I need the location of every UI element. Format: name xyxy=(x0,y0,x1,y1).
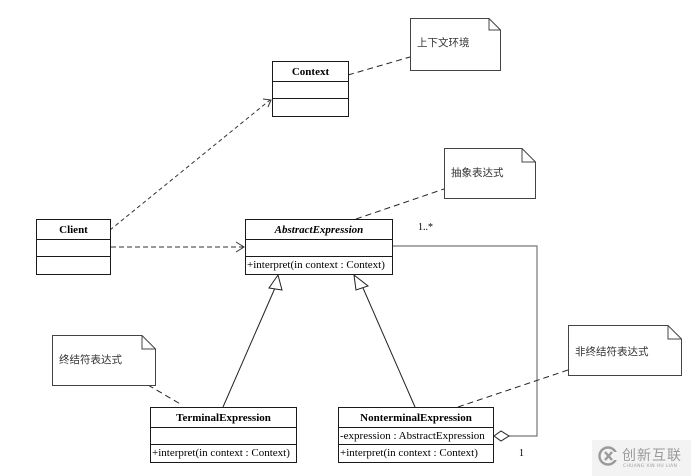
operations-section xyxy=(273,99,348,116)
class-abstract-expression[interactable]: AbstractExpression +interpret(in context… xyxy=(245,219,393,275)
note-text: 终结符表达式 xyxy=(59,354,122,366)
generalization-terminal xyxy=(222,287,276,408)
dependency-client-context xyxy=(109,99,271,231)
class-name: NonterminalExpression xyxy=(339,408,493,428)
arrowhead-abstract xyxy=(235,241,245,253)
aggregation-diamond xyxy=(493,430,510,442)
note-shape-icon xyxy=(568,325,682,376)
note-shape-icon xyxy=(52,335,156,386)
note-shape-icon xyxy=(410,18,501,71)
note-shape-icon xyxy=(444,148,536,199)
class-terminal-expression[interactable]: TerminalExpression +interpret(in context… xyxy=(150,407,297,463)
note-link-nonterminal xyxy=(457,369,569,408)
arrowhead-context xyxy=(262,98,272,108)
note-link-terminal xyxy=(147,384,183,406)
attributes-section: -expression : AbstractExpression xyxy=(339,428,493,445)
class-name: Context xyxy=(273,62,348,82)
generalization-triangle-nonterminal xyxy=(353,273,370,291)
generalization-triangle-terminal xyxy=(268,273,283,291)
note-text: 上下文环境 xyxy=(417,37,470,49)
note-terminal[interactable]: 终结符表达式 xyxy=(52,335,156,386)
note-nonterminal[interactable]: 非终结符表达式 xyxy=(568,325,682,376)
aggregation-line xyxy=(392,245,538,437)
class-context[interactable]: Context xyxy=(272,61,349,117)
class-nonterminal-expression[interactable]: NonterminalExpression -expression : Abst… xyxy=(338,407,494,463)
multiplicity-many: 1..* xyxy=(418,222,433,233)
watermark-logo-icon xyxy=(598,446,618,466)
operations-section: +interpret(in context : Context) xyxy=(340,447,478,459)
watermark: 创新互联 CHUANG XIN HU LIAN xyxy=(592,440,691,476)
note-context[interactable]: 上下文环境 xyxy=(410,18,501,71)
class-name: TerminalExpression xyxy=(151,408,296,428)
operations-section: +interpret(in context : Context) xyxy=(247,259,385,271)
watermark-subtitle: CHUANG XIN HU LIAN xyxy=(623,464,678,469)
note-text: 非终结符表达式 xyxy=(575,346,649,358)
note-link-abstract xyxy=(355,188,445,220)
operations-section xyxy=(37,257,110,274)
watermark-name: 创新互联 xyxy=(622,448,682,464)
note-text: 抽象表达式 xyxy=(451,167,504,179)
class-client[interactable]: Client xyxy=(36,219,111,275)
operations-section: +interpret(in context : Context) xyxy=(152,447,290,459)
generalization-nonterminal xyxy=(362,287,416,408)
attributes-section xyxy=(246,240,392,257)
multiplicity-one: 1 xyxy=(519,448,524,459)
attributes-section xyxy=(151,428,296,445)
note-link-context xyxy=(347,56,411,76)
attributes-section xyxy=(273,82,348,99)
class-name: Client xyxy=(37,220,110,240)
class-name: AbstractExpression xyxy=(246,220,392,240)
attributes-section xyxy=(37,240,110,257)
note-abstract[interactable]: 抽象表达式 xyxy=(444,148,536,199)
